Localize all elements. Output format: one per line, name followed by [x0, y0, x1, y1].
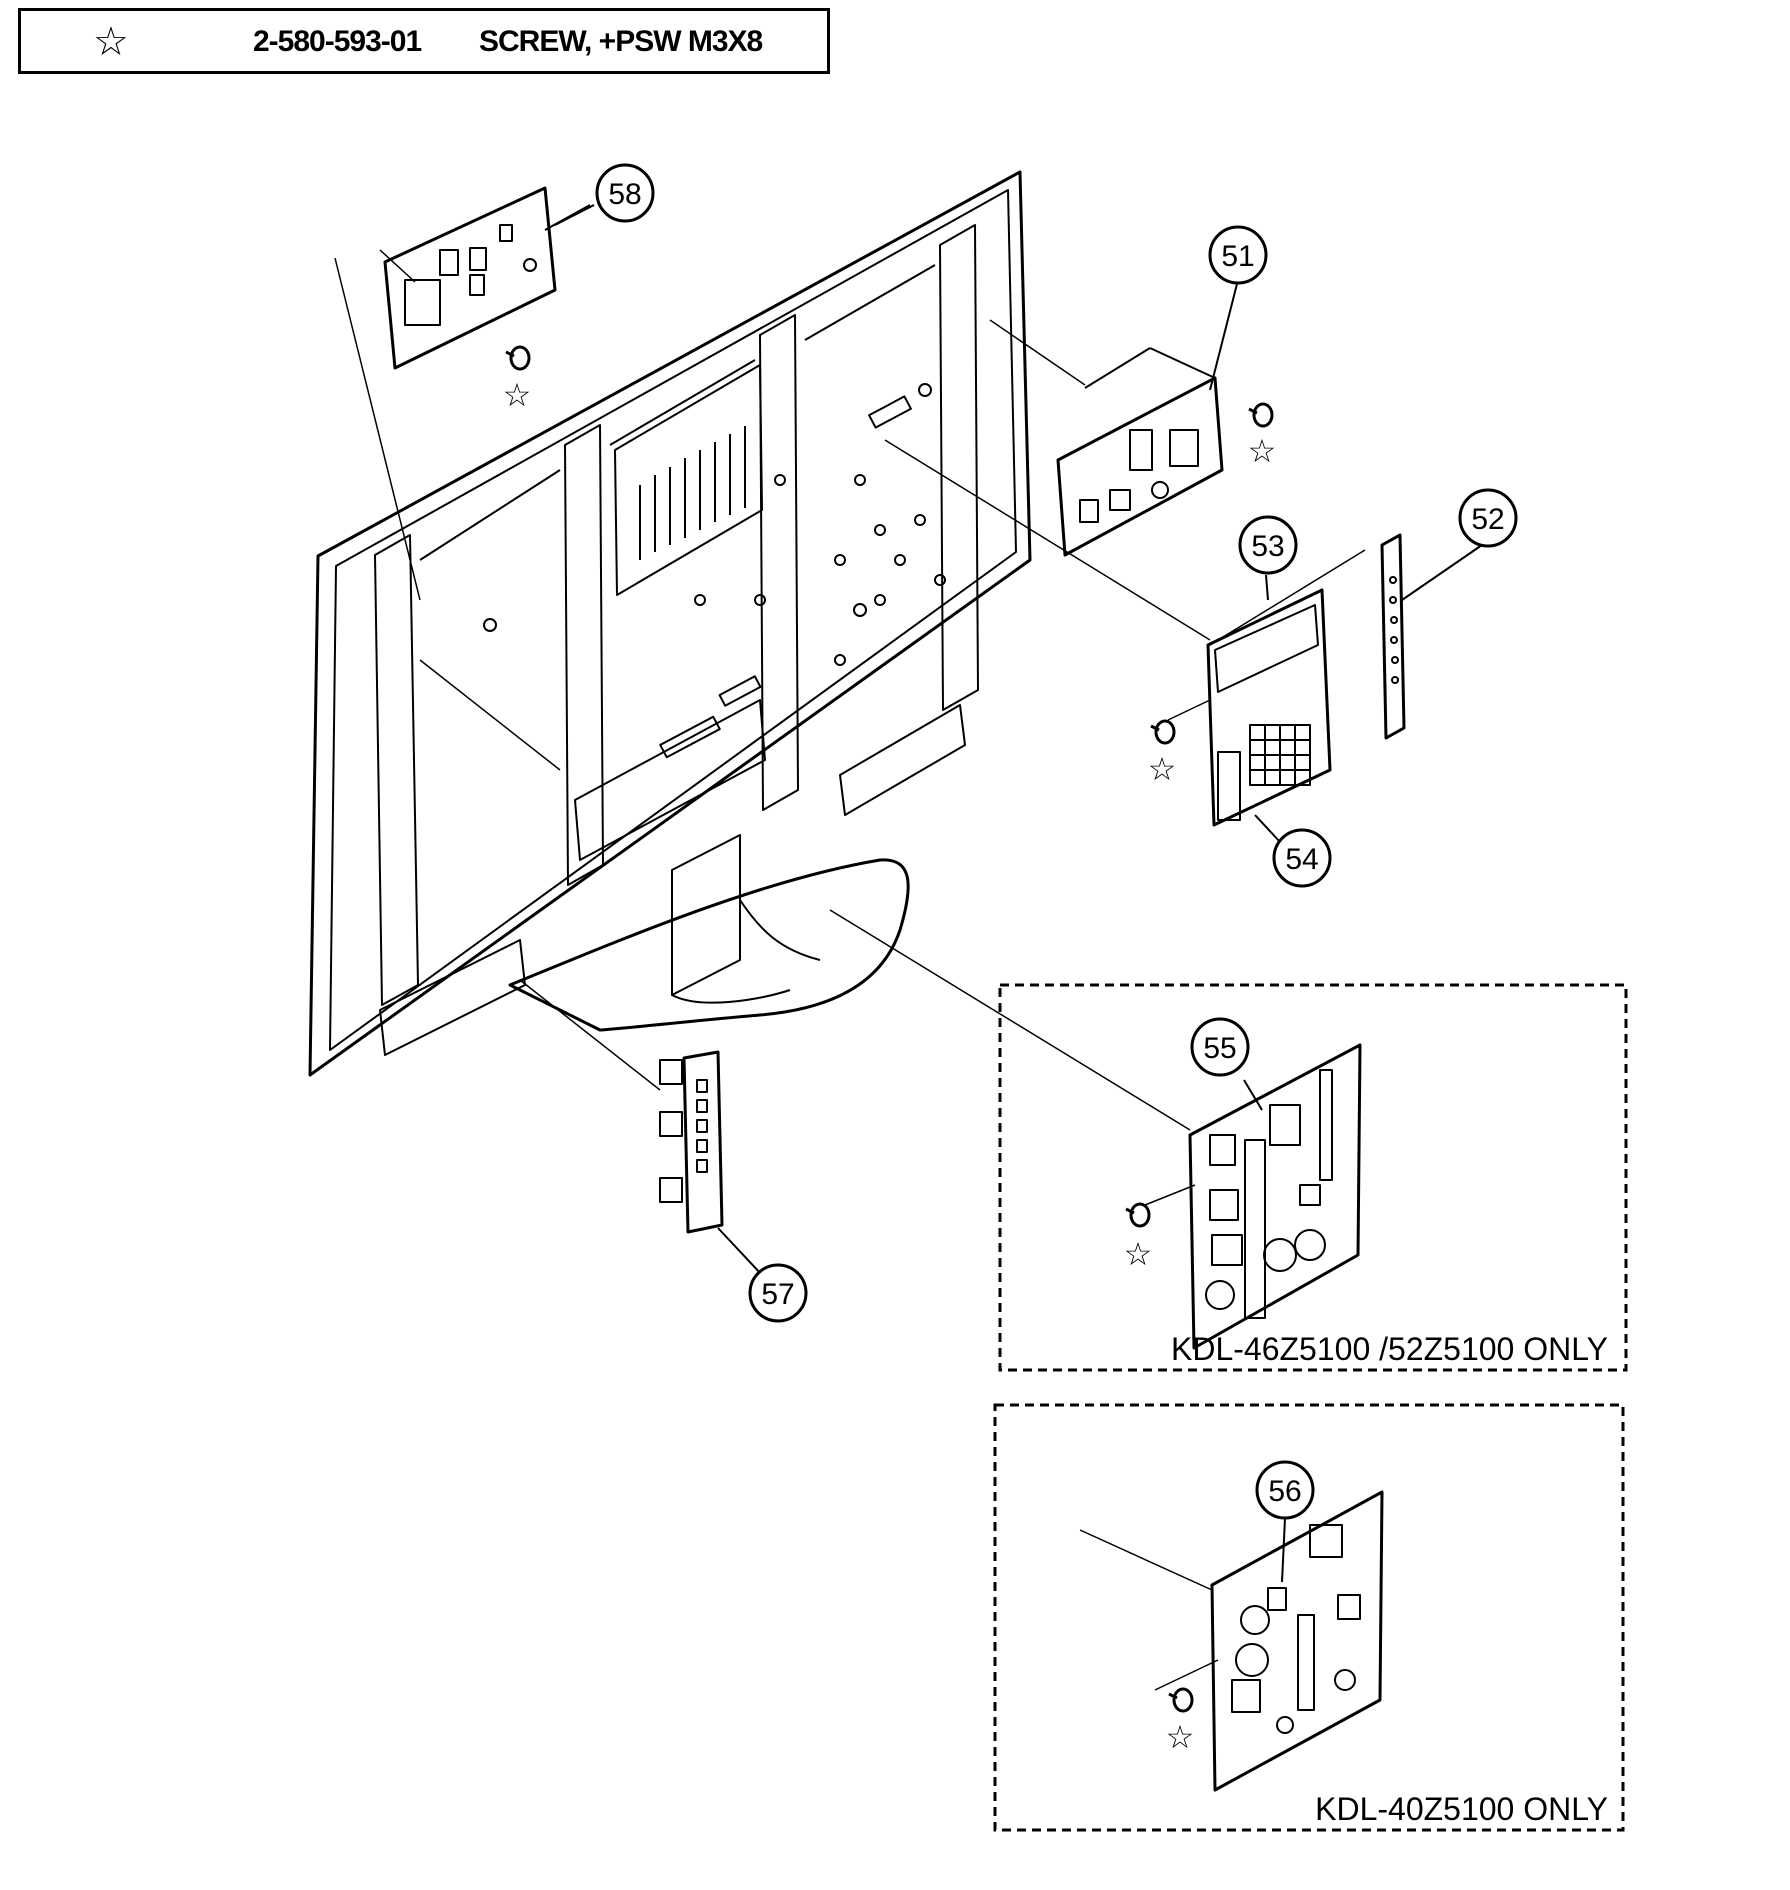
callout-leaders [554, 204, 1483, 1583]
callout-58: 58 [608, 178, 641, 211]
callout-57: 57 [761, 1278, 794, 1311]
board-54-connector [1217, 751, 1241, 821]
board-58 [383, 186, 591, 370]
star-outline-icon: ☆ [1248, 433, 1277, 469]
leader-lines [334, 249, 1366, 1691]
callout-circle-54 [1272, 828, 1332, 888]
star-outline-icon: ☆ [1124, 1236, 1153, 1272]
callout-52: 52 [1471, 503, 1504, 536]
callout-circle-58 [595, 163, 655, 223]
callout-circle-52 [1458, 488, 1518, 548]
callout-circle-51 [1208, 225, 1268, 285]
screw-51 [1247, 402, 1274, 428]
board-52 [1380, 533, 1406, 740]
callout-circle-57 [748, 1263, 808, 1323]
callout-54: 54 [1285, 843, 1318, 876]
board-51 [1056, 347, 1224, 557]
callout-53: 53 [1251, 530, 1284, 563]
callout-circle-55 [1190, 1017, 1250, 1077]
option-box-40 [993, 1403, 1625, 1832]
option-box-46-52 [998, 983, 1628, 1372]
callout-56: 56 [1268, 1475, 1301, 1508]
board-53 [1206, 588, 1332, 827]
legend-description: SCREW, +PSW M3X8 [479, 25, 763, 58]
tv-rear-chassis [308, 170, 1032, 1077]
screw-56 [1167, 1687, 1194, 1713]
note-46-52-only: KDL-46Z5100 /52Z5100 ONLY [1171, 1331, 1608, 1367]
callout-circle-56 [1255, 1460, 1315, 1520]
tv-stand [508, 834, 910, 1032]
screw-58 [504, 345, 531, 371]
board-56 [1210, 1490, 1384, 1792]
star-outline-icon: ☆ [1148, 751, 1177, 787]
note-40-only: KDL-40Z5100 ONLY [1315, 1791, 1608, 1827]
callout-55: 55 [1203, 1032, 1236, 1065]
callout-51: 51 [1221, 240, 1254, 273]
star-outline-icon: ☆ [93, 19, 129, 65]
board-55 [1188, 1043, 1362, 1350]
screw-55 [1124, 1202, 1151, 1228]
star-outline-icon: ☆ [503, 377, 532, 413]
screw-legend-box: ☆ 2-580-593-01 SCREW, +PSW M3X8 [18, 8, 830, 74]
callout-circle-53 [1238, 515, 1298, 575]
legend-part-number: 2-580-593-01 [253, 25, 422, 58]
screw-53 [1149, 719, 1176, 745]
star-outline-icon: ☆ [1166, 1719, 1195, 1755]
board-57 [659, 1050, 724, 1234]
